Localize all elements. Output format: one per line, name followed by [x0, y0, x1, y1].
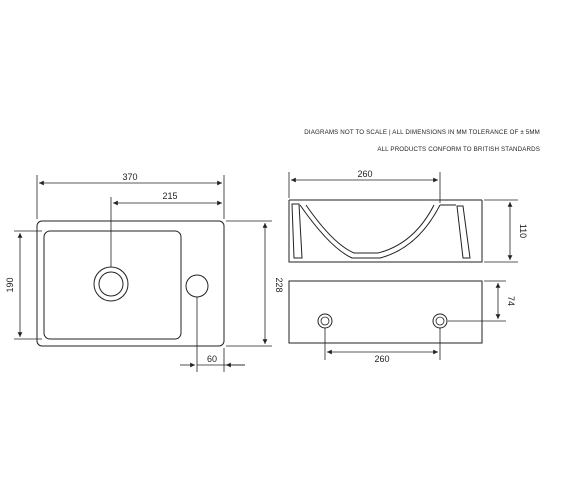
fixing-hole-left: [317, 313, 333, 329]
basin-outline: [36, 220, 225, 347]
standards-note: ALL PRODUCTS CONFORM TO BRITISH STANDARD…: [377, 146, 540, 153]
fixing-hole-right: [432, 313, 448, 329]
dim-label-60: 60: [207, 354, 217, 364]
dim-label-260-top: 260: [357, 169, 372, 179]
dim-label-260-bottom: 260: [374, 354, 389, 364]
dim-label-190: 190: [5, 277, 15, 292]
right-wall-section: [456, 205, 471, 259]
disclaimer-note: DIAGRAMS NOT TO SCALE | ALL DIMENSIONS I…: [304, 129, 540, 136]
bowl-profile-inner: [305, 204, 435, 254]
dim-label-215: 215: [162, 191, 177, 201]
fixing-hole-left-inner: [320, 316, 330, 326]
section-outline: [288, 200, 483, 263]
overflow-hole: [185, 274, 209, 298]
bowl-profile-outer: [299, 204, 441, 259]
dim-label-110: 110: [518, 224, 528, 238]
rear-elevation-view: 260 74: [288, 280, 516, 364]
tap-hole-inner: [98, 271, 124, 297]
rear-outline: [288, 280, 483, 344]
dim-label-74: 74: [506, 296, 516, 306]
dim-label-370: 370: [122, 172, 137, 182]
left-wall-section: [291, 203, 303, 259]
dim-label-228: 228: [274, 277, 284, 292]
plan-view: 370 215 190 228 60: [5, 172, 284, 372]
fixing-hole-right-inner: [435, 316, 445, 326]
bowl-outline: [43, 230, 182, 340]
front-section-view: 260 110: [288, 169, 528, 263]
